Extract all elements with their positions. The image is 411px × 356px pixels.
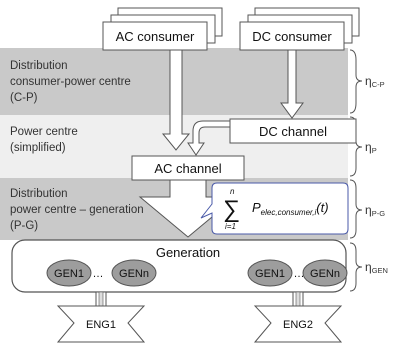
eta-bracket-gen — [349, 242, 363, 292]
arrow-ac-consumer-to-ac-channel — [161, 49, 191, 151]
band-label-p: Power centre (simplified) — [10, 126, 81, 154]
eta-cp: ηC-P — [365, 74, 385, 89]
formula-upper-limit: n — [230, 187, 235, 196]
formula-sum-symbol: ∑ — [223, 196, 240, 223]
engine-left-label: ENG1 — [86, 319, 116, 331]
ac-channel-label: AC channel — [154, 161, 221, 176]
eta-bracket-pg — [349, 179, 363, 239]
shaft-right-inner — [295, 291, 301, 307]
ac-consumer-label: AC consumer — [116, 29, 195, 44]
generator-gen1-left-label: GEN1 — [54, 268, 84, 280]
generator-ellipsis-right: … — [294, 268, 305, 280]
formula-expression: Pelec,consumer,i(t) — [252, 200, 329, 217]
band-label-cp: Distribution consumer-power centre (C-P) — [10, 60, 134, 104]
engine-right-body — [253, 305, 343, 343]
dc-channel-label: DC channel — [259, 124, 327, 139]
dc-consumer-label: DC consumer — [252, 29, 332, 44]
shaft-left-inner — [98, 291, 104, 307]
generator-gen1-left — [46, 259, 92, 287]
eta-gen: ηGEN — [365, 260, 388, 275]
generator-genn-right-label: GENn — [310, 268, 340, 280]
dc-channel-box — [229, 118, 357, 144]
generator-gen1-right — [247, 259, 293, 287]
arrow-dc-consumer-to-dc-channel — [280, 49, 304, 119]
eta-p: ηP — [365, 140, 377, 155]
ac-channel-box — [131, 155, 245, 181]
generator-ellipsis-left: … — [93, 268, 104, 280]
generator-genn-left-label: GENn — [119, 268, 149, 280]
formula-callout — [200, 182, 349, 235]
formula-lower-limit: i=1 — [225, 222, 236, 231]
eta-bracket-cp — [349, 49, 363, 114]
eta-pg: ηP-G — [365, 203, 385, 218]
generation-label: Generation — [156, 245, 220, 260]
arrow-dc-channel-to-ac-channel — [187, 120, 231, 156]
generator-genn-left — [111, 259, 157, 287]
band-label-pg: Distribution power centre – generation (… — [10, 188, 147, 232]
dc-consumer-box — [239, 21, 345, 51]
generator-gen1-right-label: GEN1 — [255, 268, 285, 280]
engine-right-label: ENG2 — [283, 319, 313, 331]
engine-left-body — [56, 305, 146, 343]
generator-genn-right — [302, 259, 348, 287]
ac-consumer-box — [102, 21, 208, 51]
